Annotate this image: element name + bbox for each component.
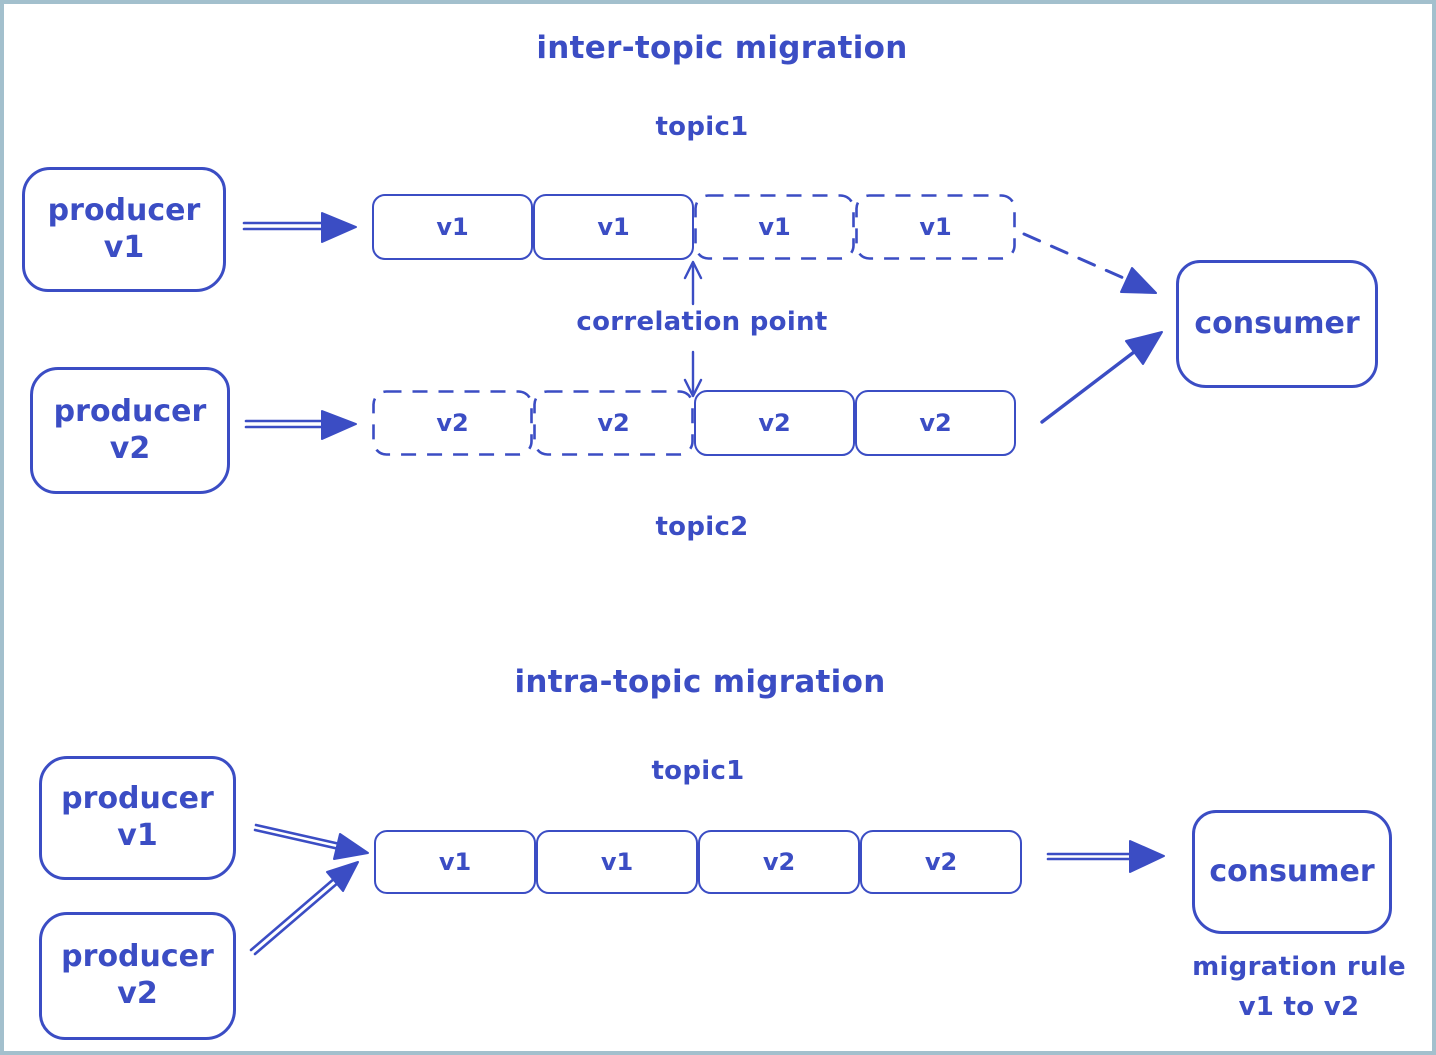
producer-v1-box-top: producer v1 [22, 167, 226, 292]
msg-topic2-3: v2 [694, 390, 855, 456]
msg-topic2-1: v2 [372, 390, 533, 456]
producer-v1-line2: v1 [103, 229, 145, 265]
topic1-label-top: topic1 [655, 112, 749, 142]
msg-label: v1 [919, 213, 952, 241]
consumer-box-top: consumer [1176, 260, 1378, 388]
msg-bottom-1: v1 [374, 830, 536, 894]
msg-topic2-4: v2 [855, 390, 1016, 456]
producer-v2-line1: producer [53, 393, 207, 429]
msg-topic2-2: v2 [533, 390, 694, 456]
arrow-topic1-to-consumer [1022, 232, 1157, 294]
msg-label: v1 [600, 848, 634, 876]
msg-label: v2 [758, 409, 791, 437]
msg-label: v1 [597, 213, 630, 241]
msg-topic1-4: v1 [855, 194, 1016, 260]
msg-bottom-3: v2 [698, 830, 860, 894]
producer-v2-line2: v2 [109, 430, 151, 466]
topic1-label-bottom: topic1 [651, 756, 745, 786]
dashed-border [694, 194, 855, 260]
migration-rule-line1: migration rule [1192, 952, 1406, 982]
arrow-producer-v2-to-topic2 [244, 410, 357, 440]
producer-v2-line1: producer [61, 939, 214, 975]
consumer-box-bottom: consumer [1192, 810, 1392, 934]
producer-v1-box-bottom: producer v1 [39, 756, 236, 880]
dashed-border [533, 390, 694, 456]
msg-label: v1 [758, 213, 791, 241]
producer-v1-line1: producer [61, 781, 214, 817]
arrow-producer-v1-to-topic1 [242, 212, 357, 243]
producer-v1-line1: producer [47, 192, 201, 228]
producer-v2-box-bottom: producer v2 [39, 912, 236, 1040]
producer-v1-line2: v1 [117, 818, 158, 853]
msg-topic1-3: v1 [694, 194, 855, 260]
msg-label: v1 [438, 848, 472, 876]
msg-label: v2 [919, 409, 952, 437]
producer-v2-box-top: producer v2 [30, 367, 230, 494]
msg-label: v2 [762, 848, 796, 876]
inter-topic-title: inter-topic migration [536, 30, 908, 66]
msg-topic1-2: v1 [533, 194, 694, 260]
dashed-border [855, 194, 1016, 260]
msg-label: v2 [436, 409, 469, 437]
consumer-label: consumer [1194, 305, 1360, 341]
arrow-producer-v1-to-topic1-bottom [253, 823, 369, 860]
msg-bottom-2: v1 [536, 830, 698, 894]
msg-label: v2 [924, 848, 958, 876]
arrow-topic2-to-consumer [1040, 331, 1163, 424]
arrow-correlation-up [683, 260, 703, 306]
topic2-label: topic2 [655, 512, 749, 542]
migration-rule-line2: v1 to v2 [1238, 992, 1360, 1022]
msg-bottom-4: v2 [860, 830, 1022, 894]
msg-label: v2 [597, 409, 630, 437]
arrow-producer-v2-to-topic1-bottom [249, 861, 359, 956]
correlation-point-label: correlation point [576, 307, 828, 337]
producer-v2-line2: v2 [117, 976, 158, 1011]
arrow-topic1-to-consumer-bottom [1046, 840, 1165, 873]
msg-label: v1 [436, 213, 469, 241]
intra-topic-title: intra-topic migration [514, 664, 886, 700]
consumer-label: consumer [1209, 853, 1375, 889]
dashed-border [372, 390, 533, 456]
msg-topic1-1: v1 [372, 194, 533, 260]
